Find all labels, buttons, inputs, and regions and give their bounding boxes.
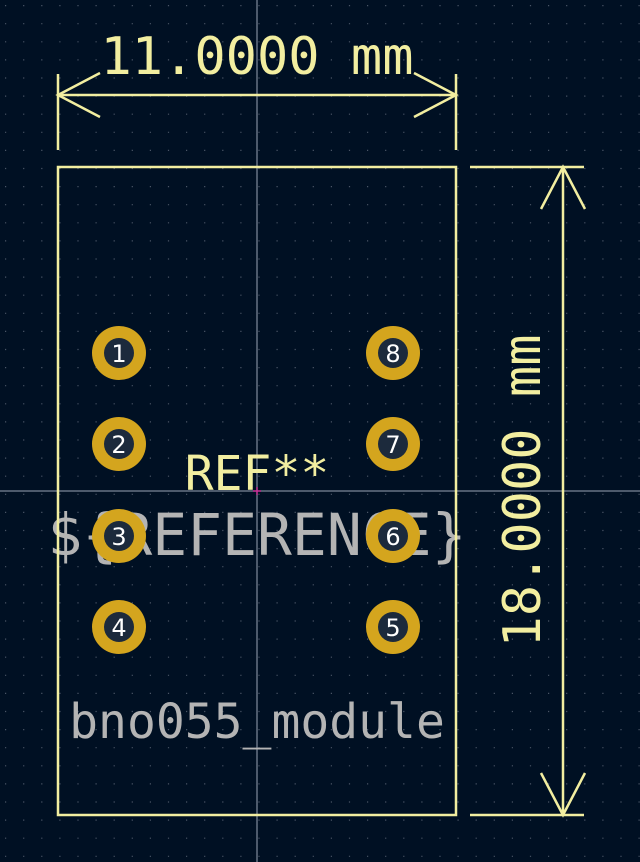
pad-drill-hole	[104, 338, 134, 368]
pad-drill-hole	[378, 429, 408, 459]
pad-number-label: 8	[385, 340, 400, 368]
height-dimension-label: 18.0000 mm	[493, 334, 553, 647]
pad-5[interactable]: 5	[366, 600, 420, 654]
pad-4[interactable]: 4	[92, 600, 146, 654]
height-dimension[interactable]	[470, 164, 587, 818]
width-dimension-label: 11.0000 mm	[100, 27, 413, 87]
pad-drill-hole	[104, 612, 134, 642]
width-dimension[interactable]	[55, 71, 459, 150]
pad-number-label: 2	[111, 431, 126, 459]
pad-number-label: 3	[111, 523, 126, 551]
pad-drill-hole	[104, 429, 134, 459]
footprint-outline[interactable]	[56, 165, 458, 817]
footprint-value-text[interactable]: bno055_module	[69, 694, 445, 750]
pad-2[interactable]: 2	[92, 417, 146, 471]
pad-number-label: 5	[385, 614, 400, 642]
pad-group: 1 2 3 4 5 6 7 8	[92, 326, 420, 654]
pad-6[interactable]: 6	[366, 509, 420, 563]
pad-drill-hole	[378, 521, 408, 551]
pad-drill-hole	[378, 338, 408, 368]
pad-3[interactable]: 3	[92, 509, 146, 563]
pad-drill-hole	[104, 521, 134, 551]
pad-7[interactable]: 7	[366, 417, 420, 471]
pad-1[interactable]: 1	[92, 326, 146, 380]
pad-number-label: 4	[111, 614, 126, 642]
pad-8[interactable]: 8	[366, 326, 420, 380]
pad-number-label: 1	[111, 340, 126, 368]
pad-number-label: 6	[385, 523, 400, 551]
pad-number-label: 7	[385, 431, 400, 459]
pad-drill-hole	[378, 612, 408, 642]
origin-marker	[253, 487, 261, 495]
